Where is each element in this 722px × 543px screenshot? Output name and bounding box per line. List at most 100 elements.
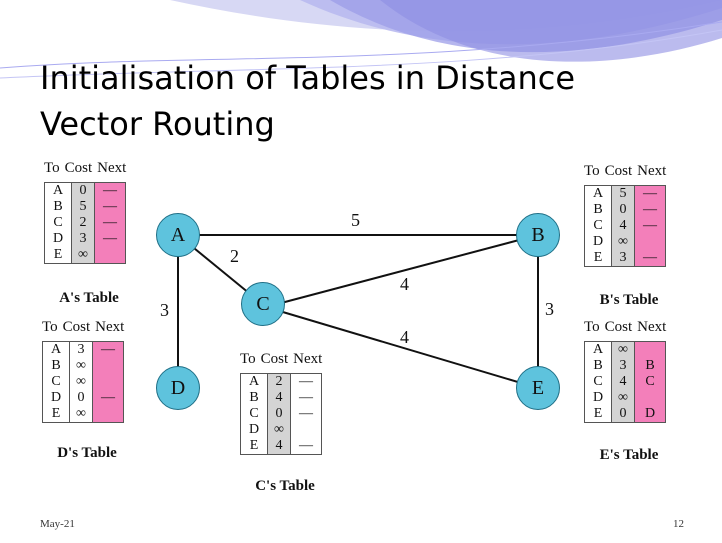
next-cell (93, 358, 123, 374)
link-c-b (265, 234, 539, 308)
to-cell: E (593, 406, 603, 421)
to-cell: A (248, 374, 260, 389)
header-to: To (240, 351, 256, 367)
table-body: A B C D E ∞ 3 4 ∞ 0 B C (584, 341, 666, 423)
next-column: — — — — (291, 374, 321, 454)
cost-cell: 0 (619, 202, 627, 217)
cost-cell: 5 (619, 186, 627, 201)
router-node-d: D (156, 366, 200, 410)
to-cell: B (53, 199, 63, 214)
next-cell: — (101, 390, 115, 405)
link-label-a-c: 2 (230, 246, 239, 266)
to-column: A B C D E (585, 186, 612, 266)
header-next: Next (97, 160, 127, 176)
to-cell: E (53, 247, 63, 262)
header-to: To (584, 163, 600, 179)
header-next: Next (95, 319, 125, 335)
cost-cell: 3 (619, 250, 627, 265)
to-column: A B C D E (45, 183, 72, 263)
next-column: — — — — (635, 186, 665, 266)
cost-cell: 5 (79, 199, 87, 214)
next-cell: — (103, 231, 117, 246)
next-cell: — (103, 215, 117, 230)
header-swoosh-decoration (0, 0, 722, 79)
table-body: A B C D E 5 0 4 ∞ 3 — — — (584, 185, 666, 267)
cost-cell: 3 (79, 231, 87, 246)
to-cell: C (593, 218, 603, 233)
to-cell: E (249, 438, 259, 453)
table-caption: A's Table (59, 290, 119, 306)
next-cell: — (103, 199, 117, 214)
table-body: A B C D E 3 ∞ ∞ 0 ∞ — — (42, 341, 124, 423)
to-column: A B C D E (585, 342, 612, 422)
cost-cell: 2 (275, 374, 283, 389)
to-cell: D (592, 390, 604, 405)
next-cell: — (643, 218, 657, 233)
next-cell (635, 390, 665, 406)
header-cost: Cost (604, 319, 633, 335)
router-node-b: B (516, 213, 560, 257)
link-label-a-d: 3 (160, 300, 169, 320)
router-node-a: A (156, 213, 200, 257)
header-next: Next (637, 163, 667, 179)
header-to: To (42, 319, 58, 335)
cost-column: 5 0 4 ∞ 3 (612, 186, 635, 266)
next-cell (635, 234, 665, 250)
next-cell: — (299, 406, 313, 421)
to-cell: D (52, 231, 64, 246)
to-cell: A (50, 342, 62, 357)
table-body: A B C D E 0 5 2 3 ∞ — — — — (44, 182, 126, 264)
next-column: B C D (635, 342, 665, 422)
cost-cell: 0 (77, 390, 85, 405)
to-cell: E (51, 406, 61, 421)
title-line-1: Initialisation of Tables in Distance (40, 59, 576, 97)
cost-cell: 2 (79, 215, 87, 230)
to-cell: A (592, 186, 604, 201)
to-cell: C (53, 215, 63, 230)
title-line-2: Vector Routing (40, 105, 275, 143)
cost-column: ∞ 3 4 ∞ 0 (612, 342, 635, 422)
table-caption: C's Table (255, 478, 315, 494)
table-body: A B C D E 2 4 0 ∞ 4 — — — (240, 373, 322, 455)
next-column: — — (93, 342, 123, 422)
next-cell (93, 406, 123, 422)
next-cell: — (101, 342, 115, 357)
link-c-e (265, 306, 539, 389)
next-cell (291, 422, 321, 438)
cost-cell: 4 (275, 438, 283, 453)
cost-cell: ∞ (76, 358, 86, 373)
cost-cell: ∞ (274, 422, 284, 437)
cost-column: 0 5 2 3 ∞ (72, 183, 95, 263)
next-column: — — — — (95, 183, 125, 263)
next-cell: — (299, 390, 313, 405)
cost-cell: 0 (275, 406, 283, 421)
cost-cell: 0 (619, 406, 627, 421)
to-cell: A (592, 342, 604, 357)
cost-cell: ∞ (76, 406, 86, 421)
table-caption: B's Table (599, 292, 659, 308)
link-label-a-b: 5 (351, 210, 360, 230)
next-cell (95, 247, 125, 263)
to-cell: C (51, 374, 61, 389)
to-cell: B (51, 358, 61, 373)
table-caption: E's Table (599, 447, 659, 463)
to-cell: D (592, 234, 604, 249)
to-cell: B (593, 358, 603, 373)
router-node-c: C (241, 282, 285, 326)
slide-number: 12 (673, 518, 684, 530)
cost-cell: 4 (619, 374, 627, 389)
link-label-c-e: 4 (400, 327, 409, 347)
router-node-e: E (516, 366, 560, 410)
cost-cell: ∞ (618, 390, 628, 405)
cost-column: 2 4 0 ∞ 4 (268, 374, 291, 454)
network-links (177, 234, 539, 389)
table-caption: D's Table (57, 445, 117, 461)
link-label-c-b: 4 (400, 274, 409, 294)
